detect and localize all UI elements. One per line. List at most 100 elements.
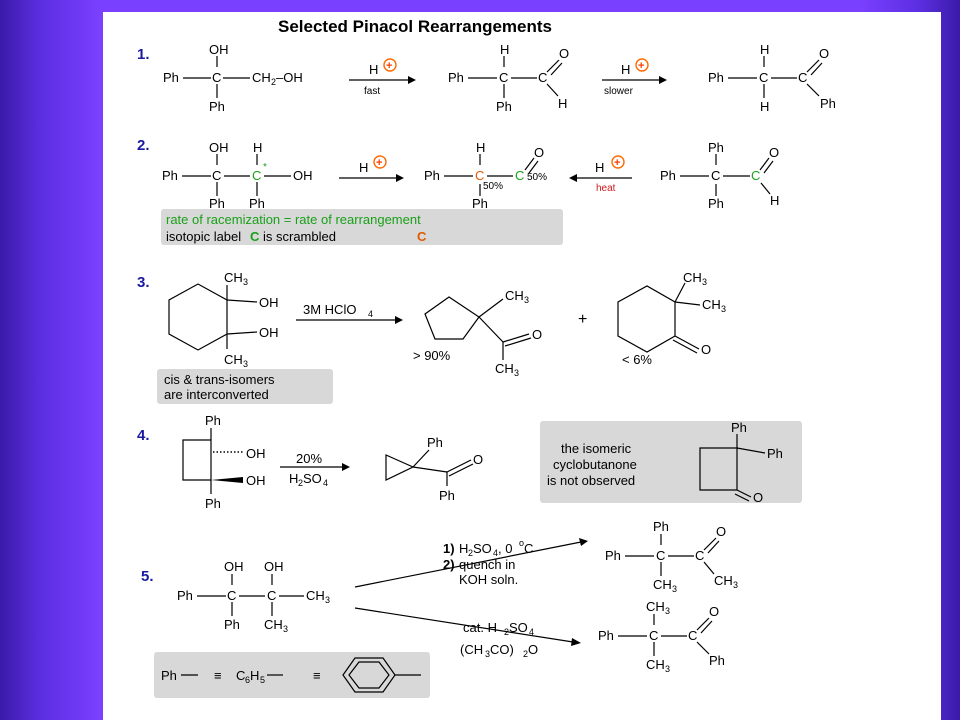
svg-text:CH: CH — [714, 573, 733, 588]
svg-text:Ph: Ph — [163, 70, 179, 85]
svg-text:Ph: Ph — [177, 588, 193, 603]
svg-text:C: C — [649, 628, 658, 643]
reagent-4a: 20% — [296, 451, 322, 466]
svg-text:C: C — [751, 168, 760, 183]
svg-text:Ph: Ph — [427, 435, 443, 450]
svg-text:OH: OH — [246, 473, 266, 488]
svg-text:Ph: Ph — [767, 446, 783, 461]
svg-text:C: C — [711, 168, 720, 183]
svg-text:C: C — [798, 70, 807, 85]
svg-text:CH: CH — [505, 288, 524, 303]
svg-text:H: H — [476, 140, 485, 155]
legend-eq1: ≡ — [214, 668, 222, 683]
alt-cond2-c: O — [528, 642, 538, 657]
svg-text:CH: CH — [653, 577, 672, 592]
svg-text:H: H — [253, 140, 262, 155]
reagent-4b: H — [289, 471, 298, 486]
svg-text:Ph: Ph — [731, 420, 747, 435]
step2-num: 2) — [443, 557, 455, 572]
pinacol-scheme: Selected Pinacol Rearrangements 1. Ph C … — [137, 17, 836, 698]
alt-cond2: (CH — [460, 642, 483, 657]
svg-text:O: O — [473, 452, 483, 467]
svg-text:+: + — [614, 157, 620, 169]
svg-text:4: 4 — [529, 627, 534, 637]
svg-text:O: O — [701, 342, 711, 357]
svg-text:Ph: Ph — [209, 99, 225, 114]
svg-text:H: H — [770, 193, 779, 208]
reagent-3: 3M HClO — [303, 302, 356, 317]
svg-text:CH: CH — [495, 361, 514, 376]
legend-box — [154, 652, 430, 698]
svg-text:OH: OH — [293, 168, 313, 183]
phenyl-legend: Ph ≡ C 6 H 5 ≡ — [154, 652, 430, 698]
condition-heat: heat — [596, 183, 616, 194]
note-4-line3: is not observed — [547, 473, 635, 488]
svg-text:2: 2 — [271, 77, 276, 87]
svg-text:CH: CH — [683, 270, 702, 285]
svg-text:Ph: Ph — [424, 168, 440, 183]
step1-num: 1) — [443, 541, 455, 556]
svg-text:Ph: Ph — [820, 96, 836, 111]
svg-text:C: C — [515, 168, 524, 183]
page-title: Selected Pinacol Rearrangements — [278, 17, 552, 36]
svg-text:C: C — [252, 168, 261, 183]
svg-text:O: O — [534, 145, 544, 160]
svg-text:H: H — [760, 42, 769, 57]
legend-eq2: ≡ — [313, 668, 321, 683]
yield-3a: > 90% — [413, 348, 451, 363]
svg-text:Ph: Ph — [224, 617, 240, 632]
svg-text:Ph: Ph — [209, 196, 225, 211]
svg-text:C: C — [267, 588, 276, 603]
note-4-line2: cyclobutanone — [553, 457, 637, 472]
legend-c6h5: C — [236, 668, 245, 683]
svg-text:4: 4 — [368, 309, 373, 319]
svg-text:O: O — [819, 46, 829, 61]
svg-text:C: C — [656, 548, 665, 563]
svg-text:CH: CH — [306, 588, 325, 603]
svg-text:OH: OH — [224, 559, 244, 574]
svg-text:3: 3 — [243, 359, 248, 369]
svg-text:6: 6 — [245, 675, 250, 685]
pct-a: 50% — [483, 181, 503, 192]
svg-text:5: 5 — [260, 675, 265, 685]
svg-text:H: H — [621, 62, 630, 77]
note-3-line1: cis & trans-isomers — [164, 372, 275, 387]
svg-text:H: H — [369, 62, 378, 77]
svg-text:C: C — [227, 588, 236, 603]
svg-text:C: C — [538, 70, 547, 85]
svg-text:3: 3 — [325, 595, 330, 605]
note-4-line1: the isomeric — [561, 441, 632, 456]
alt-cond: cat. H — [463, 620, 497, 635]
reaction-number-5: 5. — [141, 568, 154, 585]
svg-text:Ph: Ph — [653, 519, 669, 534]
note-2-c-green: C — [250, 229, 260, 244]
svg-text:Ph: Ph — [162, 168, 178, 183]
svg-text:C: C — [212, 168, 221, 183]
svg-text:3: 3 — [665, 606, 670, 616]
svg-text:+: + — [638, 60, 644, 72]
condition-fast: fast — [364, 86, 380, 97]
svg-text:3: 3 — [733, 580, 738, 590]
svg-text:OH: OH — [264, 559, 284, 574]
alt-cond-so: SO — [509, 620, 528, 635]
svg-text:SO: SO — [303, 471, 322, 486]
note-2-line2-prefix: isotopic label — [166, 229, 241, 244]
svg-text:C: C — [688, 628, 697, 643]
svg-text:C: C — [695, 548, 704, 563]
note-3-line2: are interconverted — [164, 387, 269, 402]
svg-text:Ph: Ph — [709, 653, 725, 668]
reaction-2: 2. Ph C OH Ph C * H Ph OH H + Ph C H Ph … — [137, 137, 779, 245]
yield-3b: < 6% — [622, 352, 652, 367]
svg-text:3: 3 — [485, 649, 490, 659]
svg-text:Ph: Ph — [598, 628, 614, 643]
step1-c: , 0 — [498, 541, 512, 556]
reaction-number-1: 1. — [137, 46, 150, 63]
svg-text:2: 2 — [504, 627, 509, 637]
step1-deg: o — [519, 538, 524, 548]
svg-text:Ph: Ph — [496, 99, 512, 114]
reaction-number-2: 2. — [137, 137, 150, 154]
svg-text:Ph: Ph — [205, 496, 221, 511]
svg-text:O: O — [753, 490, 763, 505]
svg-text:3: 3 — [721, 304, 726, 314]
